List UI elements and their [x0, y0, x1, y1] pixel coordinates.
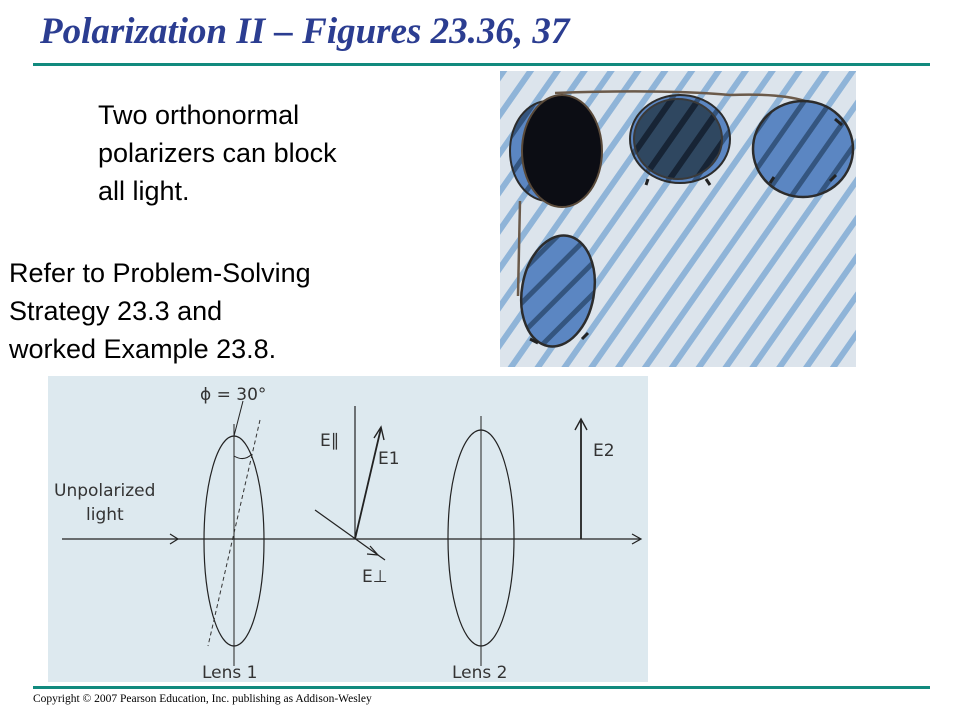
lens-bottom: [519, 234, 597, 348]
frame-bridge: [554, 90, 806, 103]
phi-leader-line: [233, 400, 244, 437]
text-line: Two orthonormal: [98, 100, 300, 130]
unpolarized-label-line-2: light: [86, 505, 124, 525]
e-perp-arrowhead: [366, 545, 380, 556]
lens-2-label: Lens 2: [452, 663, 507, 682]
lens-clips: [529, 117, 843, 345]
reference-text: Refer to Problem-Solving Strategy 23.3 a…: [9, 254, 311, 368]
polarizer-explanation-text: Two orthonormal polarizers can block all…: [98, 96, 337, 210]
light-direction-arrowhead: [169, 533, 180, 545]
phi-angle-label: ϕ = 30°: [200, 385, 266, 405]
e2-arrowhead: [574, 417, 588, 431]
e-perpendicular-label: E⊥: [362, 567, 388, 587]
copyright-notice: Copyright © 2007 Pearson Education, Inc.…: [33, 693, 372, 705]
diagram-background: [48, 376, 648, 682]
e1-arrowhead: [373, 425, 385, 441]
polarizer-diagram: ϕ = 30° Unpolarized light E∥ E1 E⊥ E2 Le…: [48, 376, 648, 682]
e2-label: E2: [593, 441, 615, 461]
lens-1-label: Lens 1: [202, 663, 257, 682]
lens-crossed-black: [521, 94, 603, 208]
unpolarized-label-line-1: Unpolarized: [54, 481, 155, 501]
text-line: Refer to Problem-Solving: [9, 258, 311, 288]
e-parallel-label: E∥: [320, 431, 339, 451]
title-divider: [33, 63, 930, 66]
e1-vector: [354, 427, 382, 540]
angle-arc: [233, 453, 253, 460]
footer-divider: [33, 686, 930, 689]
frame-arm: [516, 200, 522, 297]
axis-arrowhead: [631, 533, 643, 545]
text-line: polarizers can block: [98, 138, 337, 168]
lens-right: [751, 99, 855, 199]
e1-label: E1: [378, 449, 400, 469]
text-line: worked Example 23.8.: [9, 334, 277, 364]
lens-middle-front: [633, 98, 723, 180]
text-line: all light.: [98, 176, 190, 206]
text-line: Strategy 23.3 and: [9, 296, 223, 326]
slide-title: Polarization II – Figures 23.36, 37: [40, 11, 570, 52]
lens-1-transmission-axis: [207, 419, 261, 647]
e-perpendicular-axis: [314, 509, 386, 561]
polarized-sunglasses-photo: [500, 71, 856, 367]
